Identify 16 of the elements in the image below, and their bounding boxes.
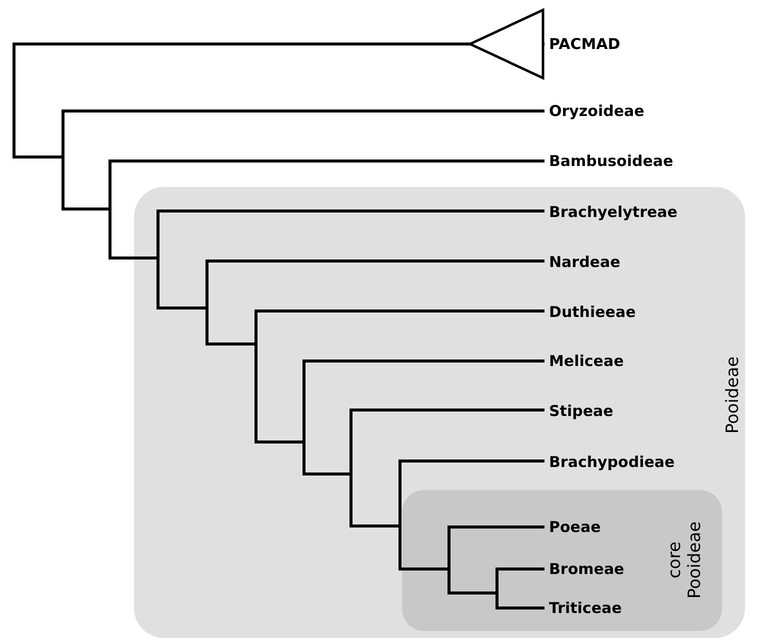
taxon-label: Brachyelytreae: [549, 203, 678, 221]
clade-label: Pooideae: [723, 355, 743, 436]
taxon-label: Triticeae: [549, 599, 622, 617]
taxon-label: PACMAD: [549, 35, 620, 53]
taxon-label: Oryzoideae: [549, 102, 644, 120]
taxon-label: Poeae: [549, 518, 601, 536]
taxon-label: Bambusoideae: [549, 152, 674, 170]
clade-band: [402, 490, 722, 631]
taxon-label: Brachypodieae: [549, 453, 675, 471]
taxon-label: Bromeae: [549, 560, 624, 578]
taxon-label: Stipeae: [549, 402, 614, 420]
taxon-label: Meliceae: [549, 352, 624, 370]
clade-band: [134, 187, 745, 638]
taxon-label: Duthieeae: [549, 303, 636, 321]
clade-label: core Pooideae: [665, 520, 705, 601]
taxon-label: Nardeae: [549, 253, 620, 271]
